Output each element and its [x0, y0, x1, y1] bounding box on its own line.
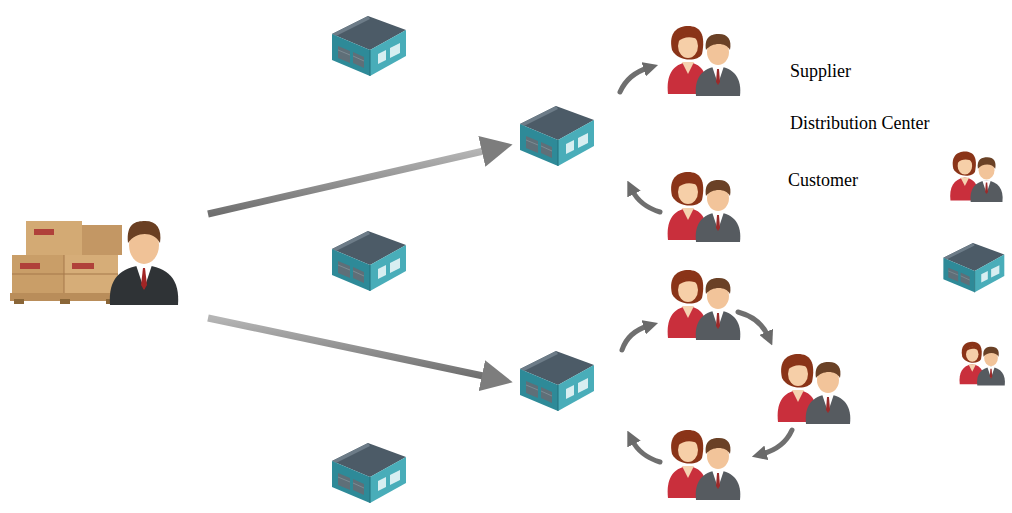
route-arrow — [738, 312, 768, 336]
shipment-arrow — [208, 318, 488, 377]
route-arrow — [632, 440, 660, 462]
shipment-arrow — [208, 150, 488, 214]
customer-icon — [668, 26, 741, 96]
route-arrow — [622, 326, 648, 350]
route-arrow — [620, 68, 648, 92]
supplier-icon — [10, 221, 178, 305]
route-arrow — [762, 430, 792, 454]
warehouse-icon — [332, 443, 406, 503]
customer-icon — [668, 172, 741, 242]
route-arrow — [632, 190, 660, 212]
legend-customer-icon — [950, 151, 1002, 202]
distribution-center-icon — [520, 351, 594, 411]
warehouse-icon — [332, 16, 406, 76]
legend-warehouse-icon — [943, 243, 1004, 292]
customer-icon — [668, 430, 741, 500]
legend-label: Supplier — [788, 61, 853, 83]
warehouse-icon — [332, 231, 406, 291]
distribution-center-icon — [520, 106, 594, 166]
legend-customer-icon — [960, 342, 1005, 386]
customer-icon — [668, 270, 741, 340]
legend-label: Customer — [786, 170, 860, 192]
customer-icon — [778, 354, 851, 424]
legend-label: Distribution Center — [788, 113, 931, 135]
